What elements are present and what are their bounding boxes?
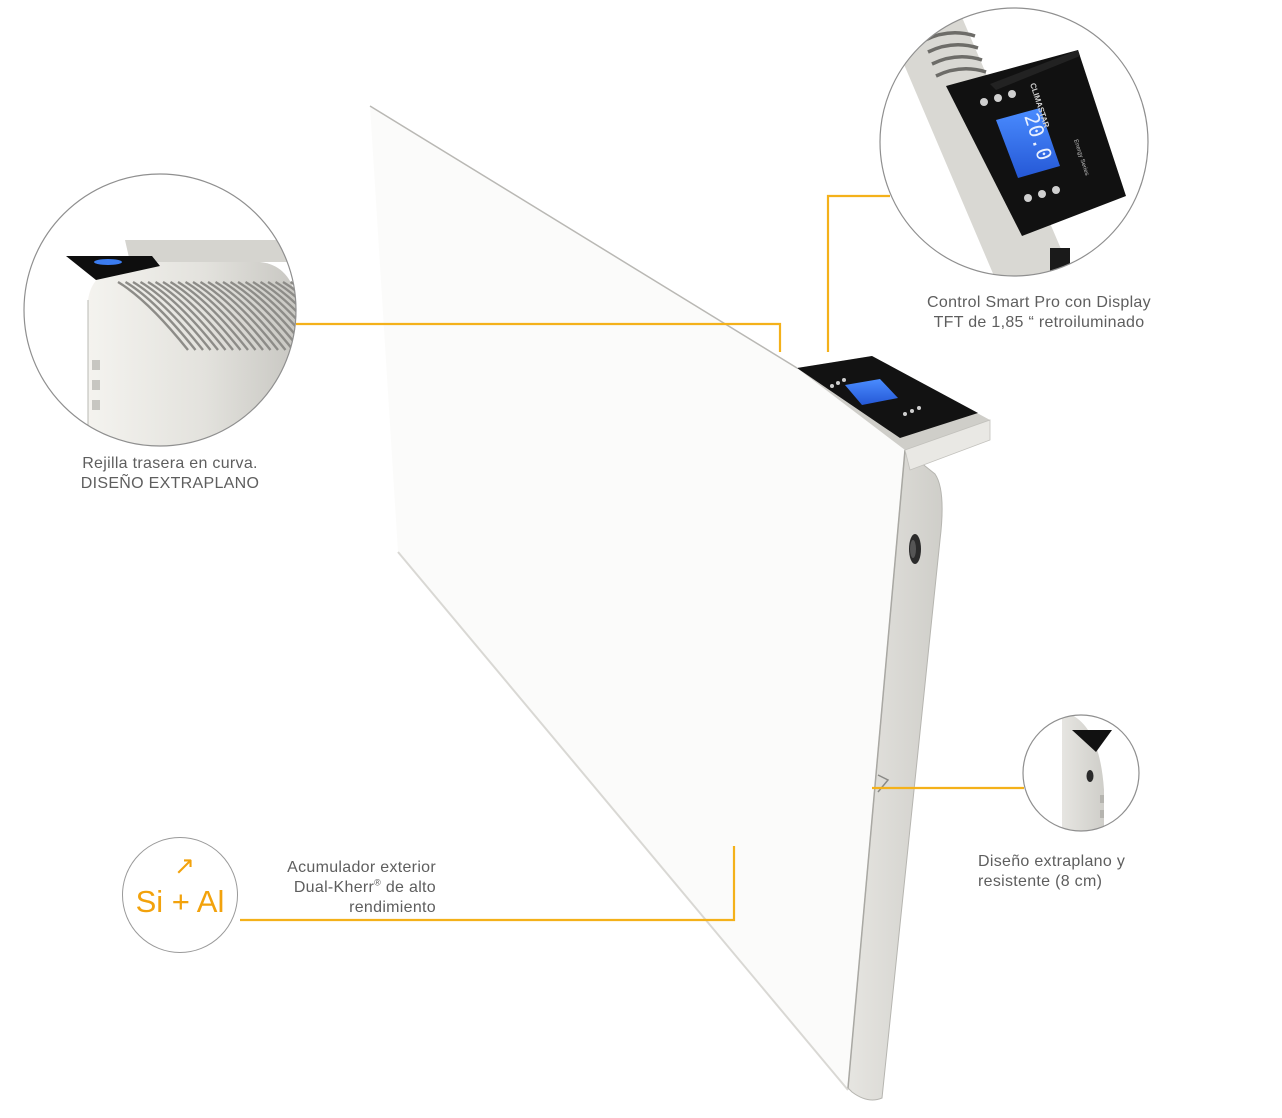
- grille-stripe: [117, 280, 189, 351]
- detail-circle-diseno: [1022, 714, 1140, 832]
- caption-acumulador-rest: de alto: [381, 879, 436, 896]
- grille-stripe: [274, 280, 296, 351]
- grille-stripe: [154, 280, 227, 351]
- caption-acumulador-line-3: rendimiento: [349, 899, 436, 916]
- grille-stripe: [199, 280, 272, 351]
- caption-acumulador-brand: Dual-Kherr: [293, 879, 375, 896]
- arrow-up-right-icon: ↗: [174, 852, 195, 880]
- detail-circle-rejilla: [23, 173, 297, 447]
- grille-stripe: [184, 280, 257, 351]
- caption-acumulador: Acumulador exterior Dual-Kherr® de alto …: [240, 858, 436, 918]
- grille-stripe: [207, 280, 279, 351]
- grille-stripe: [259, 280, 296, 351]
- grille-stripe: [214, 280, 287, 351]
- caption-control-line-2: TFT de 1,85 “ retroiluminado: [933, 314, 1145, 331]
- grille-stripe: [169, 280, 242, 351]
- callout-lines: [240, 194, 1024, 922]
- caption-rejilla-line-2: DISEÑO EXTRAPLANO: [80, 475, 260, 492]
- callout-line-rejilla: [296, 322, 782, 352]
- heater-panel: [369, 105, 991, 1101]
- grille-stripe: [147, 280, 219, 351]
- caption-acumulador-line-1: Acumulador exterior: [287, 859, 436, 876]
- caption-diseno-line-1: Diseño extraplano y: [978, 853, 1126, 870]
- badge-text: Si + Al: [135, 884, 225, 919]
- grille-stripe: [237, 280, 296, 351]
- grille-stripe: [162, 280, 234, 351]
- callout-line-control: [826, 194, 890, 352]
- registered-mark: ®: [374, 877, 382, 888]
- caption-diseno-line-2: resistente (8 cm): [978, 873, 1103, 890]
- callout-line-acumulador: [240, 846, 736, 922]
- caption-control: Control Smart Pro con Display TFT de 1,8…: [880, 293, 1198, 333]
- caption-acumulador-line-2: Dual-Kherr® de alto: [240, 878, 436, 898]
- detail-circle-control: CLIMASTAR Energy Series 20.0: [879, 7, 1149, 277]
- caption-rejilla-line-1: Rejilla trasera en curva.: [82, 455, 258, 472]
- caption-diseno: Diseño extraplano y resistente (8 cm): [978, 852, 1198, 892]
- grille-stripe: [267, 280, 296, 351]
- grille-stripe: [252, 280, 296, 351]
- grille-stripe: [222, 280, 294, 351]
- caption-rejilla: Rejilla trasera en curva. DISEÑO EXTRAPL…: [40, 454, 300, 494]
- grille-stripe: [177, 280, 249, 351]
- grille-stripe: [192, 280, 264, 351]
- grille-stripe: [132, 280, 204, 351]
- grille-stripe: [289, 280, 296, 351]
- grille-stripe: [282, 280, 296, 351]
- grille-stripe: [244, 280, 296, 351]
- grille-stripe: [124, 280, 197, 351]
- si-al-badge: ↗ Si + Al: [122, 837, 238, 953]
- grille-stripe: [139, 280, 212, 351]
- caption-control-line-1: Control Smart Pro con Display: [927, 294, 1151, 311]
